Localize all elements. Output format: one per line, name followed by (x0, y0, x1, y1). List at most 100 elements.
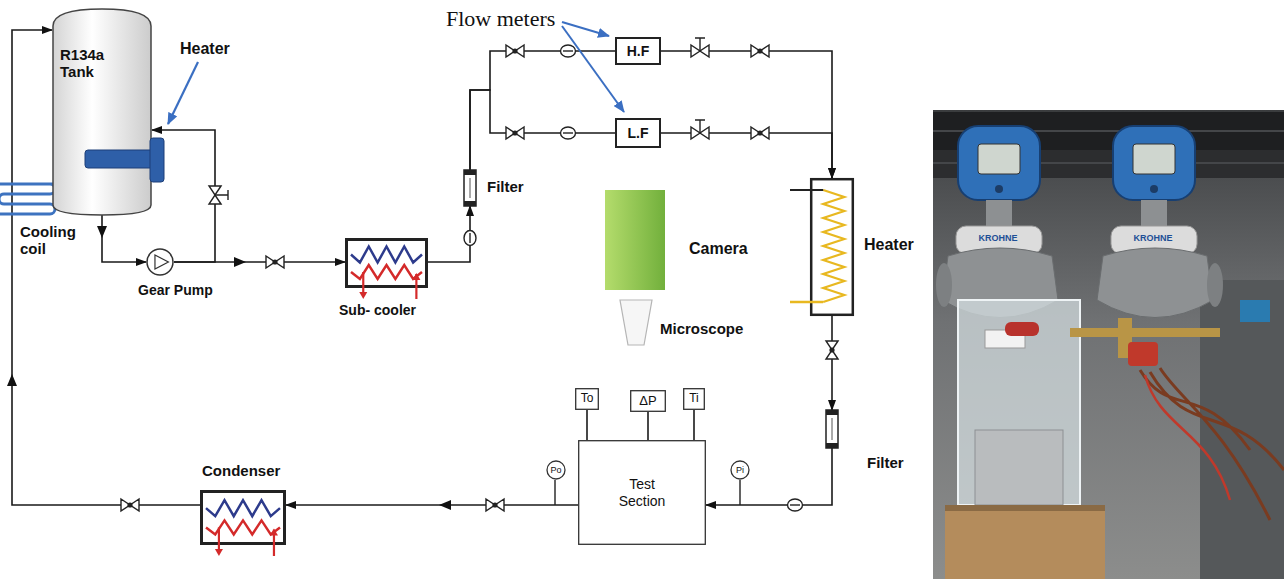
rig-photo (1005, 322, 1039, 336)
rig-photo (975, 430, 1063, 505)
pipe-connector (286, 504, 578, 506)
camera-shape (605, 190, 665, 290)
water-coil (206, 520, 280, 534)
tank-outline (53, 9, 151, 215)
flow-meter-label: L.F (628, 125, 649, 141)
temperature-sensor-label: Ti (689, 392, 699, 406)
pipe-connector (661, 133, 832, 178)
rig-photo (1113, 126, 1195, 200)
filter-cap (826, 443, 838, 448)
illustration-part (97, 226, 107, 238)
water-arrow (215, 549, 223, 556)
storage-tank-label: R134a Tank (60, 46, 130, 81)
camera-body (605, 190, 665, 290)
storage-tank: R134a Tank (52, 8, 152, 215)
rig-photo (1207, 263, 1223, 307)
leader-arrow (562, 22, 609, 36)
illustration-part (439, 500, 451, 510)
condenser-label: Condenser (202, 462, 280, 479)
condenser: Condenser (200, 490, 286, 545)
camera-label: Camera (689, 240, 748, 258)
coil-callout: Cooling coil (18, 222, 92, 259)
illustration-part (506, 127, 524, 139)
filter-label: Filter (867, 454, 904, 471)
heater-callout: Heater (180, 40, 230, 58)
flow-meter-callout: Flow meters (446, 6, 555, 31)
rig-photo (1240, 300, 1270, 322)
heater-lead (790, 189, 823, 191)
brand-plate: KROHNE (1127, 233, 1179, 243)
illustration-part (121, 499, 139, 511)
illustration-part (751, 45, 769, 57)
camera: Camera (605, 190, 665, 290)
water-arrow (412, 273, 420, 280)
pipe-connector (102, 215, 146, 262)
plain-box (576, 389, 599, 410)
rig-photo (1128, 342, 1158, 366)
rig-photo (933, 110, 1284, 579)
rig-photo (936, 263, 952, 307)
illustration-part (209, 186, 228, 204)
flow-meter-label: H.F (627, 43, 650, 59)
illustration-part (561, 127, 576, 139)
leader-arrow (562, 26, 624, 112)
plain-box (684, 389, 705, 410)
pressure-gauge-label: Po (550, 465, 561, 475)
heater-lead (790, 301, 823, 304)
immersion-heater (85, 150, 155, 168)
rig-photo (1150, 185, 1158, 193)
illustration-part (506, 45, 524, 57)
temperature-sensor: Ti (683, 388, 705, 410)
immersion-heater (150, 138, 164, 182)
pipe-connector (661, 51, 832, 178)
gauge-circle (731, 461, 749, 479)
gauge-circle (547, 461, 565, 479)
water-arrow (270, 529, 278, 536)
illustration-part (486, 499, 504, 511)
heating-coil (823, 190, 844, 302)
rig-photo (1097, 248, 1213, 318)
pump-symbol (155, 255, 168, 269)
illustration-part (826, 341, 838, 359)
rig-photo (995, 185, 1003, 193)
temperature-sensor-label: To (581, 392, 594, 406)
pipe-connector (647, 412, 649, 440)
cooling-coil (0, 184, 58, 214)
test-section: Test Section (578, 440, 706, 545)
pre-heater-label: Heater (864, 236, 914, 254)
sub-cooler: Sub- cooler (345, 238, 428, 288)
gear-pump: Gear Pump (146, 248, 174, 276)
refrigerant-coil (351, 247, 422, 263)
rig-photo (945, 505, 1105, 511)
gear-pump-shape (146, 248, 174, 276)
exchanger-box (347, 240, 427, 287)
sub-cooler-shape (345, 238, 428, 288)
rig-photo (1141, 200, 1167, 228)
illustration-part (691, 120, 709, 139)
microscope-shape (620, 300, 652, 345)
illustration-part (7, 374, 17, 386)
water-arrow (218, 527, 220, 551)
rig-photo (978, 144, 1020, 174)
illustration-part (788, 499, 803, 511)
filter-body (826, 410, 838, 448)
illustration-part (691, 38, 709, 57)
pressure-gauge: Po (545, 460, 567, 480)
pipe-connector (831, 316, 833, 410)
pipe-connector (586, 410, 588, 440)
heater-box (811, 179, 853, 315)
illustration-part (266, 256, 284, 268)
water-arrow (359, 292, 367, 299)
rig-photo (1070, 328, 1220, 337)
rig-photo (1145, 375, 1230, 500)
pressure-transducer: ΔP (630, 390, 666, 412)
filter-body (470, 178, 471, 198)
leader-arrow (168, 62, 198, 124)
test-section-label: Test Section (607, 476, 677, 508)
water-coil (351, 265, 422, 279)
illustration-part (464, 231, 476, 246)
filter-cap (826, 410, 838, 415)
plain-box (579, 441, 706, 545)
pre-heater-shape (810, 178, 854, 316)
